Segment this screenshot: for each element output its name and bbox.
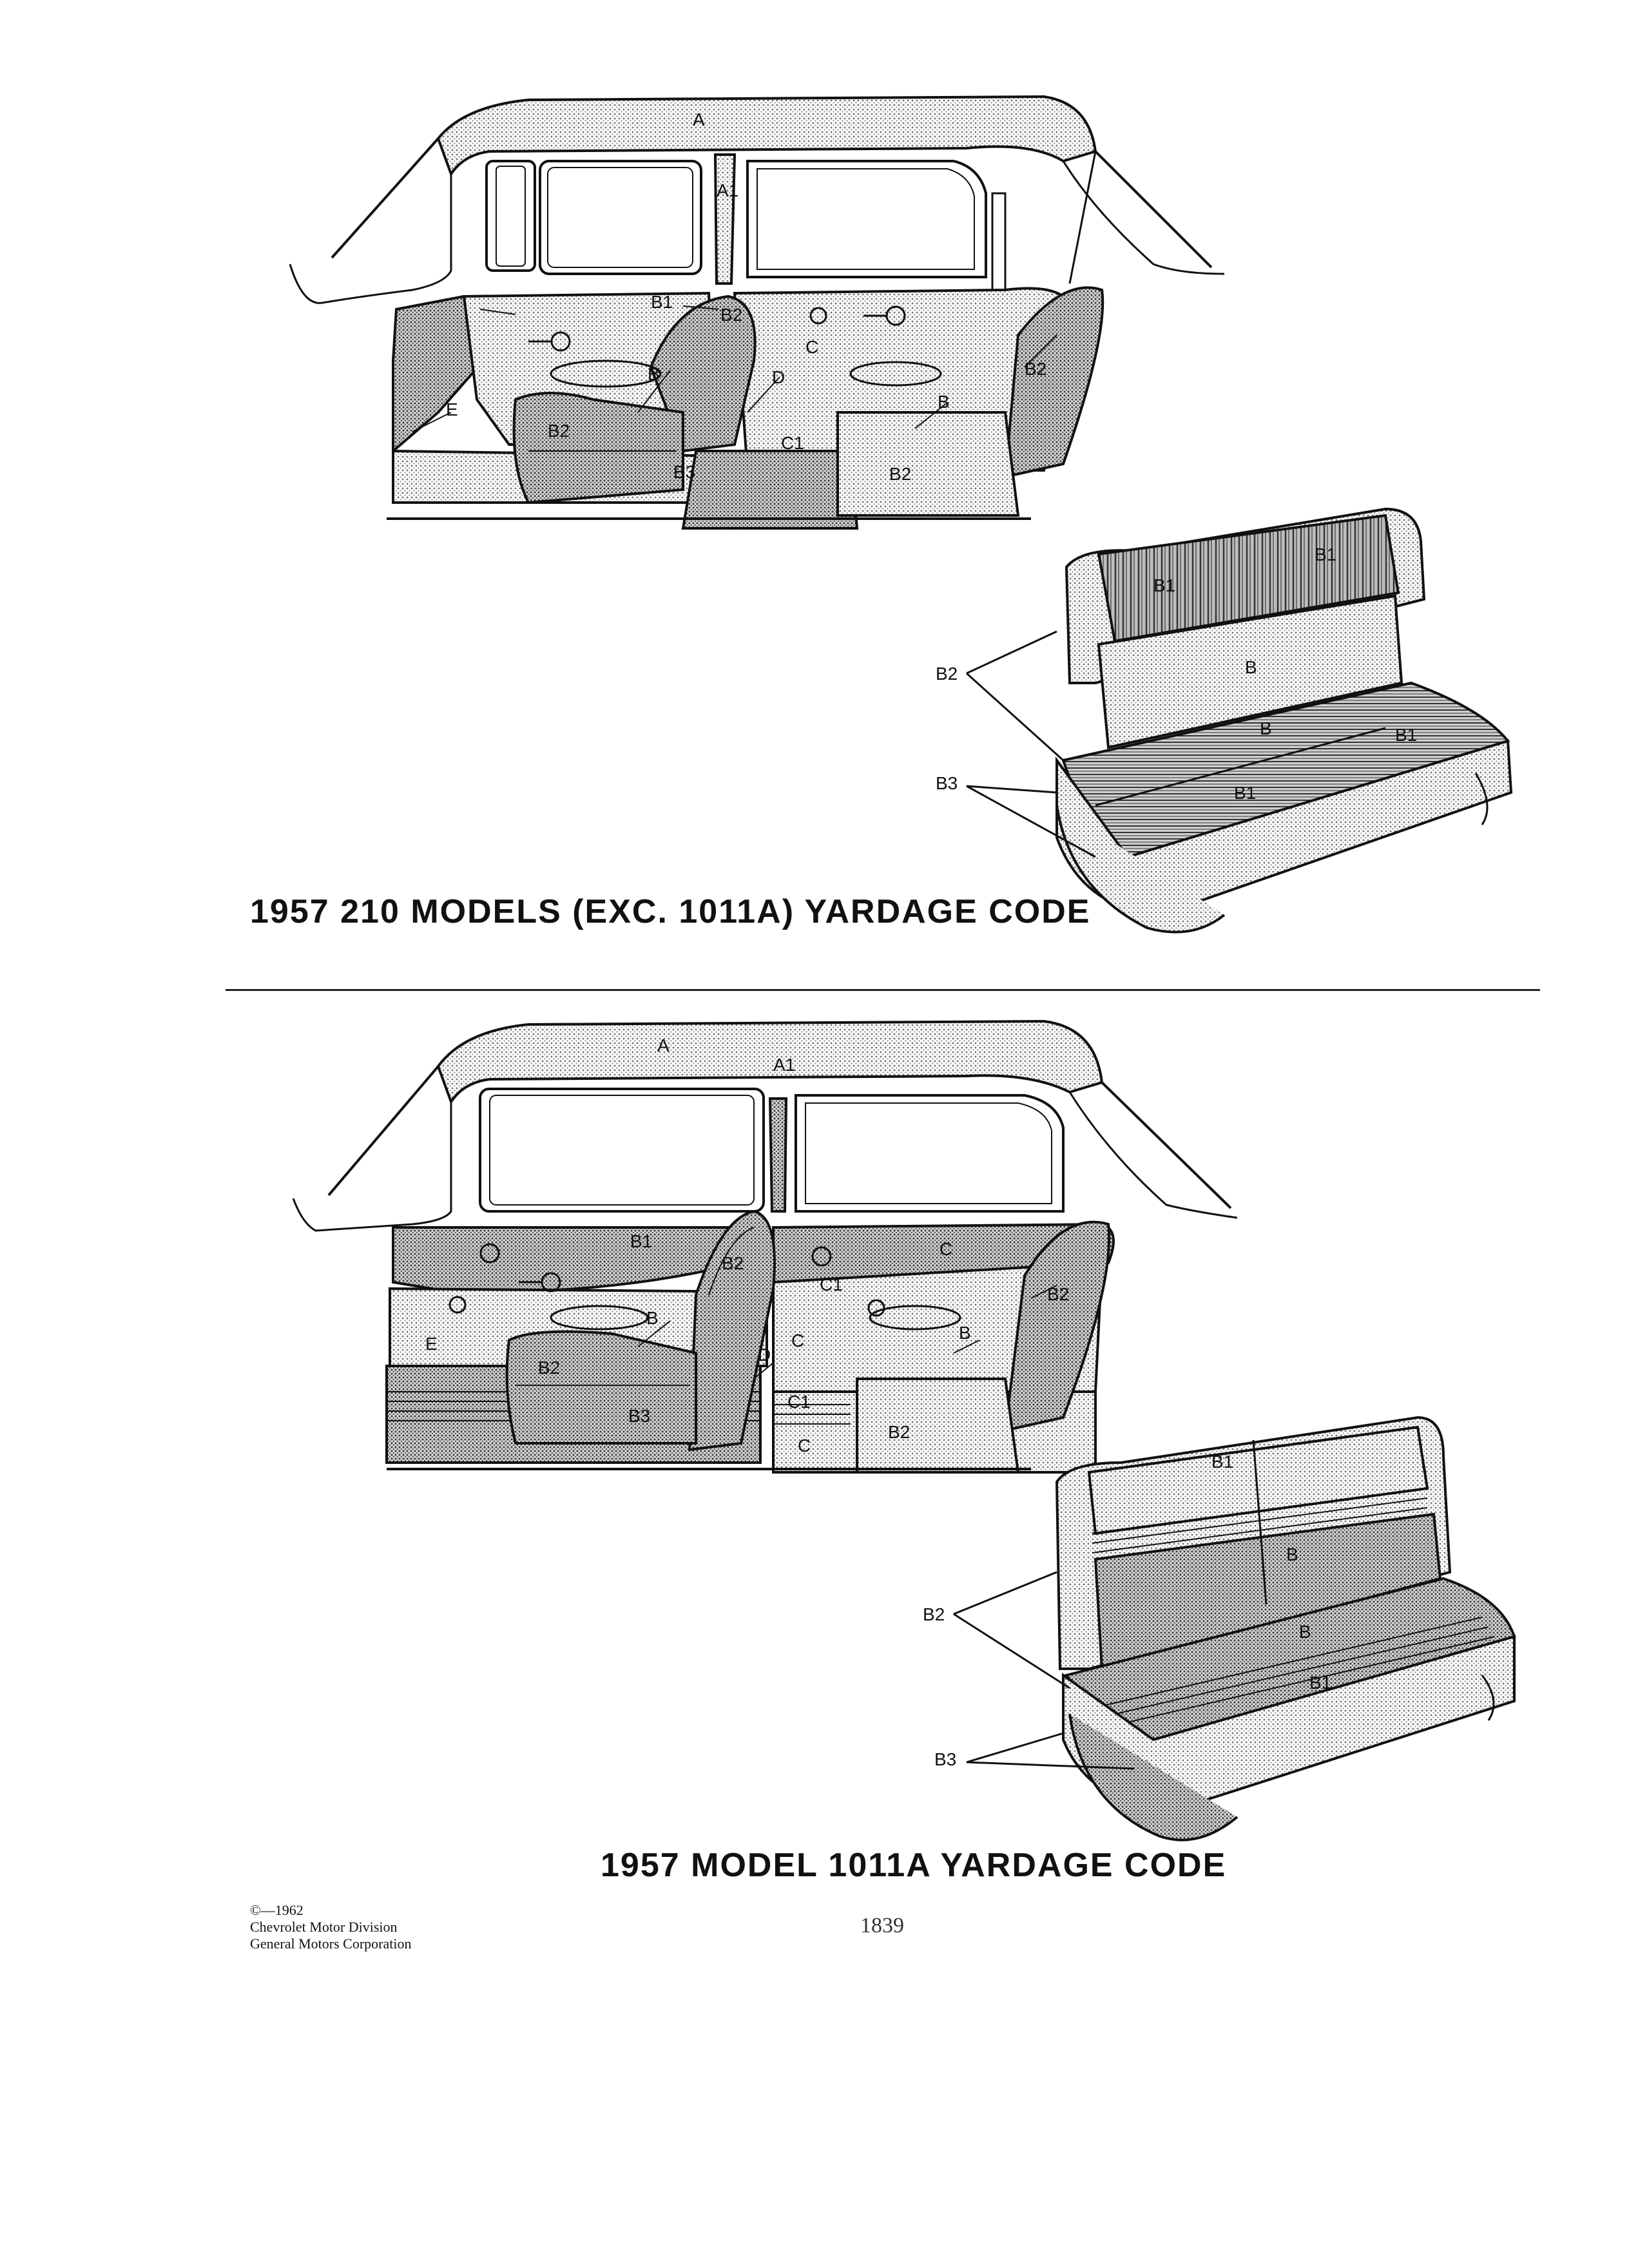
bottom-seat-label-b1-cushion: B1 (1309, 1673, 1331, 1693)
top-label-b2-seat: B2 (889, 464, 911, 484)
bottom-front-seat-cushion (856, 1378, 1020, 1474)
top-label-b1: B1 (651, 292, 673, 312)
bottom-interior-labels: A A1 B1 B2 C C1 B2 E B D C B B2 B3 C1 C … (425, 1035, 1069, 1456)
bottom-pillar-a1 (768, 1097, 788, 1213)
top-label-e: E (446, 399, 458, 419)
top-pillar-a1 (713, 153, 737, 285)
top-label-b-front: B (938, 392, 950, 412)
top-seat-label-b-cushion: B (1260, 718, 1272, 738)
bottom-label-b-front: B (959, 1323, 971, 1343)
top-seat-leaders (965, 630, 1096, 858)
bottom-label-b2-seat: B2 (888, 1422, 910, 1442)
bottom-label-b2-cushion: B2 (538, 1358, 560, 1378)
top-front-seat-back (1003, 286, 1104, 479)
credit-line-3: General Motors Corporation (250, 1936, 412, 1952)
section-divider (226, 989, 1540, 991)
top-door-window-front (746, 160, 987, 278)
top-label-a: A (693, 110, 705, 130)
bottom-label-b-rear: B (646, 1308, 659, 1328)
bottom-label-e: E (425, 1334, 438, 1354)
top-label-b-rear: B (648, 364, 660, 384)
top-seat-label-b1-cushion-left: B1 (1234, 783, 1256, 803)
top-door-window-rear (539, 160, 702, 275)
page-number: 1839 (860, 1914, 904, 1937)
top-label-b3: B3 (673, 462, 695, 482)
bottom-door-window-front (795, 1094, 1065, 1213)
top-label-c1: C1 (781, 433, 804, 453)
bottom-diagram-title: 1957 MODEL 1011A YARDAGE CODE (601, 1847, 1227, 1884)
top-interior-diagram (289, 95, 1225, 530)
bottom-label-c1-upper: C1 (820, 1274, 843, 1294)
bottom-label-c-mid: C (791, 1331, 804, 1350)
bottom-interior-diagram (292, 1019, 1238, 1474)
bottom-rear-seat-back (688, 1209, 776, 1452)
top-seat-label-b1-left: B1 (1153, 575, 1175, 595)
top-interior-labels: A A1 B1 B2 B C D B2 E B2 B3 C1 B2 B (446, 110, 1046, 484)
bottom-seat-label-b-back: B (1286, 1544, 1298, 1564)
bottom-seat-labels: B1 B B B1 B2 B3 (923, 1452, 1331, 1769)
bottom-front-seat-back (1003, 1220, 1111, 1432)
top-seat-label-b2: B2 (936, 664, 958, 684)
top-rear-window (485, 160, 536, 272)
top-label-a1: A1 (717, 180, 738, 200)
top-diagram-title: 1957 210 MODELS (EXC. 1011A) YARDAGE COD… (250, 893, 1091, 930)
bottom-roof-headliner (436, 1019, 1104, 1105)
top-label-b2-back: B2 (720, 305, 742, 325)
bottom-label-c-lower: C (798, 1436, 811, 1456)
top-seat-labels: B1 B1 B B B1 B1 B2 B3 (936, 544, 1417, 803)
top-roof-headliner (436, 95, 1097, 177)
bottom-label-d: D (758, 1345, 771, 1365)
bottom-label-b2-front: B2 (1047, 1284, 1069, 1304)
top-seat-label-b-back: B (1245, 657, 1257, 677)
bottom-bench-seat (1055, 1416, 1516, 1841)
bottom-seat-label-b1-back: B1 (1211, 1452, 1233, 1472)
bottom-label-c-upper: C (940, 1239, 952, 1259)
bottom-rear-window (479, 1088, 765, 1213)
top-seat-label-b1-right: B1 (1315, 544, 1336, 564)
bottom-seat-label-b2: B2 (923, 1604, 945, 1624)
top-label-c: C (805, 337, 818, 357)
top-seat-label-b3: B3 (936, 773, 958, 793)
top-label-d: D (772, 367, 785, 387)
top-rear-seat-cushion (512, 392, 684, 505)
bottom-label-c1-lower: C1 (787, 1392, 811, 1412)
top-front-seat-cushion (836, 411, 1020, 517)
copyright-credit: ©—1962 Chevrolet Motor Division General … (250, 1902, 412, 1952)
bottom-label-b1: B1 (630, 1231, 652, 1251)
bottom-seat-label-b3: B3 (934, 1749, 956, 1769)
credit-line-1: ©—1962 (250, 1902, 304, 1918)
top-label-b2-cushion: B2 (548, 421, 570, 441)
top-label-b2-front: B2 (1025, 359, 1046, 379)
bottom-label-a1: A1 (773, 1055, 795, 1075)
bottom-label-b3: B3 (628, 1406, 650, 1426)
bottom-rear-seat-cushion (505, 1330, 697, 1445)
bottom-rear-upper-panel (392, 1226, 742, 1294)
bottom-seat-label-b-cushion: B (1299, 1622, 1311, 1642)
top-bench-seat (1055, 507, 1513, 934)
bottom-label-a: A (657, 1035, 670, 1055)
credit-line-2: Chevrolet Motor Division (250, 1919, 398, 1935)
top-seat-label-b1-cushion-right: B1 (1395, 725, 1417, 745)
bottom-label-b2-back: B2 (722, 1253, 744, 1273)
bottom-seat-leaders (953, 1571, 1135, 1770)
